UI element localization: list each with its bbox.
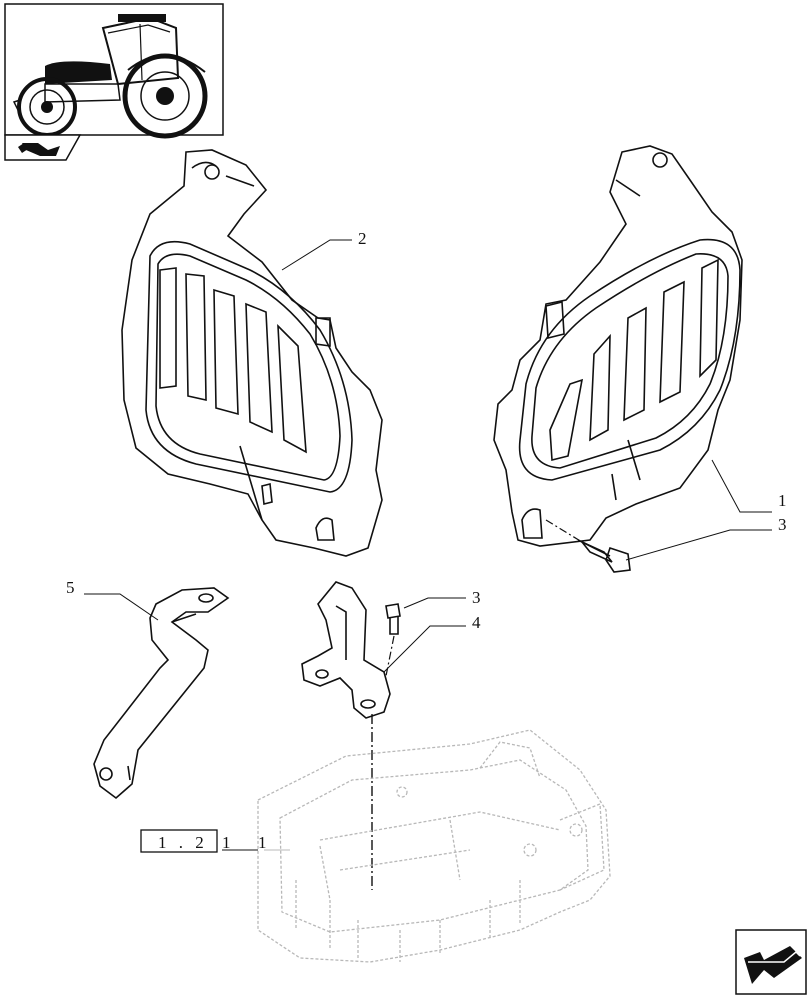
hex-bolt-upper: [577, 539, 631, 573]
next-page-arrow-icon[interactable]: [735, 929, 807, 995]
ghost-front-support-frame: [257, 729, 611, 963]
callout-number: 3: [778, 515, 787, 534]
callout-3-lower: 3: [403, 588, 481, 609]
hex-bolt-lower: [385, 603, 401, 635]
callout-number: 3: [472, 588, 481, 607]
reference-box-text: 1 . 2: [158, 833, 208, 852]
tractor-thumbnail-icon[interactable]: [4, 3, 224, 139]
callout-2: 2: [281, 229, 367, 271]
callout-number: 2: [358, 229, 367, 248]
callout-number: 5: [66, 578, 75, 597]
bolt-axis-line-lower: [385, 635, 395, 677]
callout-number: 4: [472, 613, 481, 632]
callout-5: 5: [66, 578, 159, 621]
callout-number: 1: [778, 491, 787, 510]
right-side-grille-panel: [493, 145, 743, 547]
support-bracket-part-5: [93, 587, 230, 800]
callout-4: 4: [383, 613, 481, 673]
reference-callout[interactable]: 1 . 2 1 1: [140, 829, 290, 853]
reference-tail-2: 1: [258, 833, 267, 852]
callout-3-upper: 3: [625, 515, 787, 561]
mounting-bracket-part-4: [301, 581, 391, 719]
reference-tail-1: 1: [222, 833, 231, 852]
section-marker-icon[interactable]: [4, 134, 82, 161]
bolt-axis-line-upper: [545, 519, 583, 543]
left-side-grille-panel: [121, 149, 383, 557]
callout-1: 1: [711, 459, 787, 513]
